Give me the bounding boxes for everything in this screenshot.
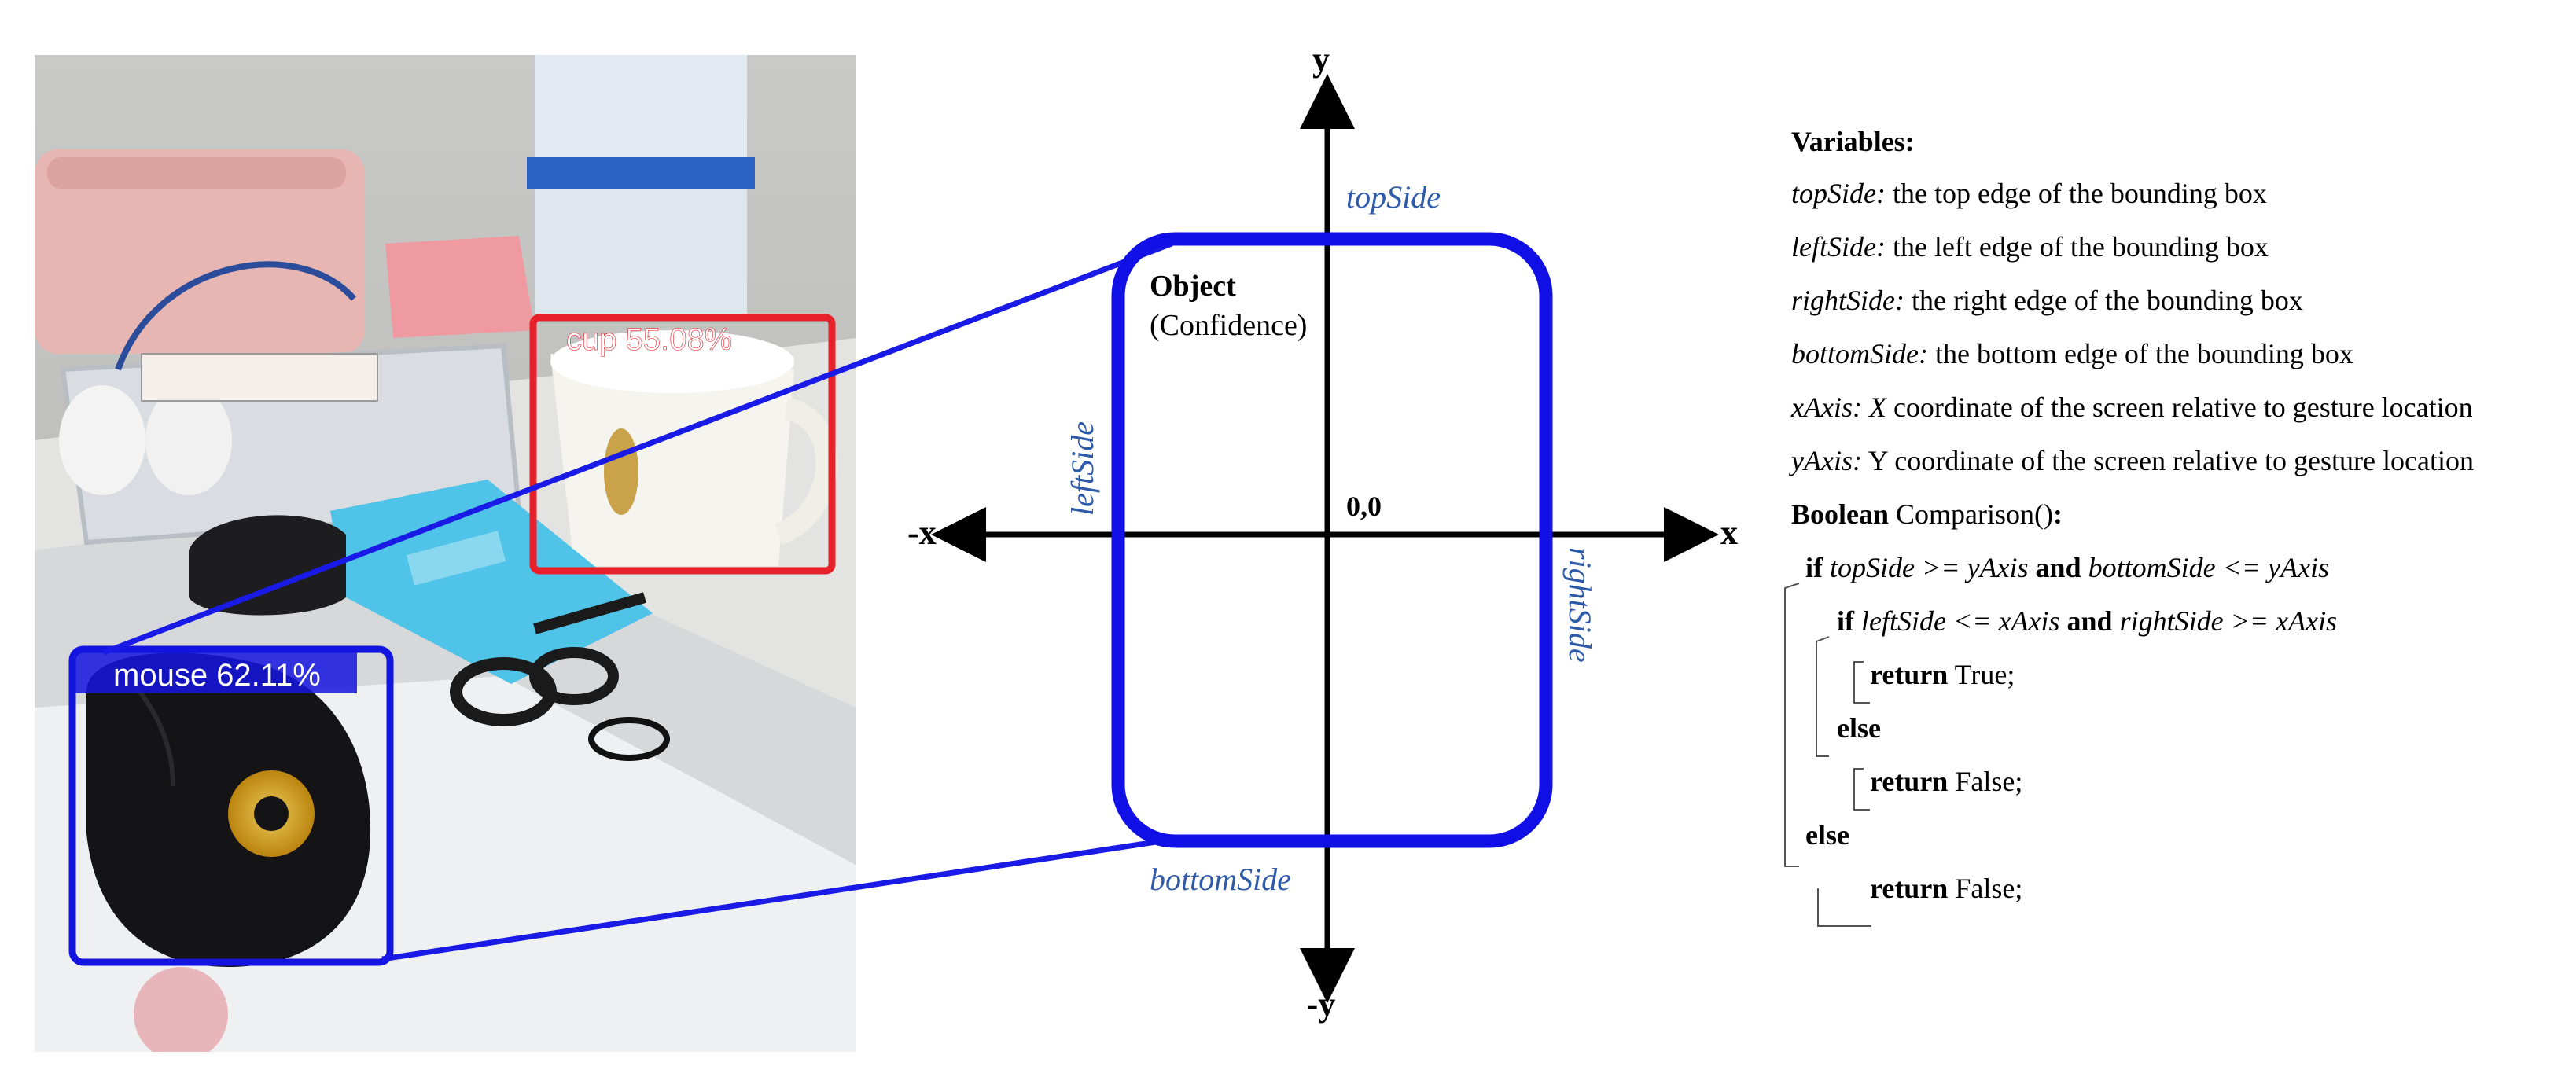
desk-photo: cup 55.08% mouse 62.11% xyxy=(35,55,856,1052)
axis-neg-x-label: -x xyxy=(907,513,937,552)
mouse-detection-box xyxy=(68,645,394,966)
top-side-label: topSide xyxy=(1346,179,1441,215)
var-bottom-side: bottomSide: the bottom edge of the bound… xyxy=(1791,338,2353,369)
coordinate-diagram: y -y x -x 0,0 topSide bottomSide leftSid… xyxy=(907,40,1738,1024)
bottom-side-label: bottomSide xyxy=(1150,862,1291,897)
axis-y-label: y xyxy=(1312,40,1330,79)
function-signature: Boolean Comparison(): xyxy=(1791,498,2063,530)
var-y-axis: yAxis: Y coordinate of the screen relati… xyxy=(1789,445,2474,476)
cup-detection-label: cup 55.08% xyxy=(566,322,732,357)
cup-detection-box xyxy=(529,314,836,575)
var-x-axis: xAxis: X coordinate of the screen relati… xyxy=(1790,391,2473,423)
variables-heading: Variables: xyxy=(1791,126,1915,157)
razer-logo-icon xyxy=(228,770,315,857)
right-side-label: rightSide xyxy=(1562,547,1598,663)
object-subtitle: (Confidence) xyxy=(1150,309,1307,342)
if-x-condition: if leftSide <= xAxis and rightSide >= xA… xyxy=(1837,605,2337,637)
pseudo-code-panel: Variables: topSide: the top edge of the … xyxy=(1784,126,2474,927)
axis-x-label: x xyxy=(1720,513,1738,552)
mouse-detection-label: mouse 62.11% xyxy=(113,658,321,693)
outer-else: else xyxy=(1805,819,1849,851)
origin-label: 0,0 xyxy=(1346,491,1382,522)
axis-neg-y-label: -y xyxy=(1307,985,1336,1024)
if-y-condition: if topSide >= yAxis and bottomSide <= yA… xyxy=(1805,552,2329,583)
var-right-side: rightSide: the right edge of the boundin… xyxy=(1791,285,2303,316)
inner-else: else xyxy=(1837,712,1881,744)
var-left-side: leftSide: the left edge of the bounding … xyxy=(1791,231,2269,263)
mouse-label-bg xyxy=(75,652,357,693)
return-false-inner: return False; xyxy=(1870,766,2022,797)
bounding-box xyxy=(1111,232,1553,848)
left-side-label: leftSide xyxy=(1065,421,1100,516)
return-false-outer: return False; xyxy=(1870,873,2022,904)
object-title: Object xyxy=(1150,270,1236,303)
zoom-connector-bottom xyxy=(381,836,1172,962)
indent-guides xyxy=(1784,583,1871,927)
var-top-side: topSide: the top edge of the bounding bo… xyxy=(1791,178,2267,209)
return-true: return True; xyxy=(1870,659,2015,690)
zoom-connector-top xyxy=(102,241,1173,656)
